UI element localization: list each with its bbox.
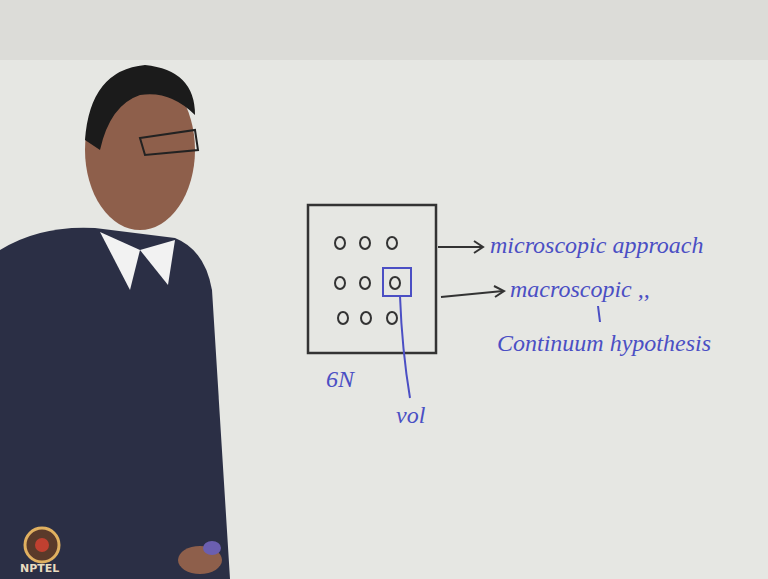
term-label: Continuum hypothesis <box>497 330 711 356</box>
volume-label: vol <box>396 402 425 428</box>
count-label: 6N <box>326 366 354 392</box>
term-label: macroscopic ,, <box>510 276 650 302</box>
logo-text: NPTEL <box>20 563 59 575</box>
term-label: microscopic approach <box>490 232 704 258</box>
